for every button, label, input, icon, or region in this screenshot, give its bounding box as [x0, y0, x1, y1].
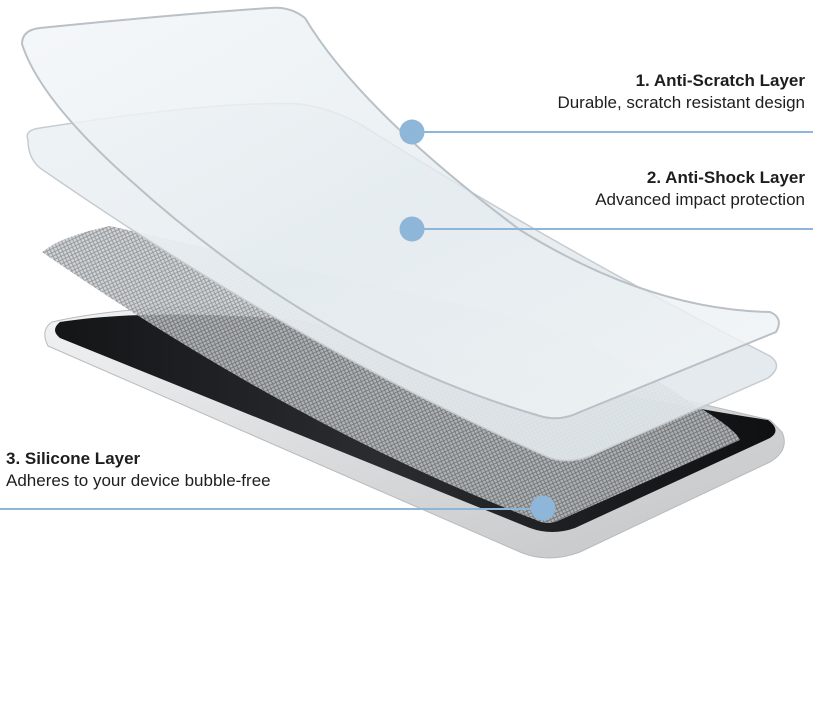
callout-title: 2. Anti-Shock Layer	[646, 168, 805, 187]
callout-marker-1	[399, 119, 425, 145]
callout-silicone: 3. Silicone Layer Adheres to your device…	[6, 448, 271, 492]
callout-title: 1. Anti-Scratch Layer	[635, 71, 805, 90]
callout-description: Durable, scratch resistant design	[557, 93, 805, 112]
callout-description: Adheres to your device bubble-free	[6, 471, 271, 490]
callout-marker-2	[399, 216, 425, 242]
callout-title: 3. Silicone Layer	[6, 449, 141, 468]
callout-description: Advanced impact protection	[595, 190, 805, 209]
callout-anti-scratch: 1. Anti-Scratch Layer Durable, scratch r…	[557, 70, 805, 114]
anti-scratch-layer	[20, 6, 780, 420]
callout-anti-shock: 2. Anti-Shock Layer Advanced impact prot…	[595, 167, 805, 211]
callout-marker-3	[530, 495, 556, 521]
